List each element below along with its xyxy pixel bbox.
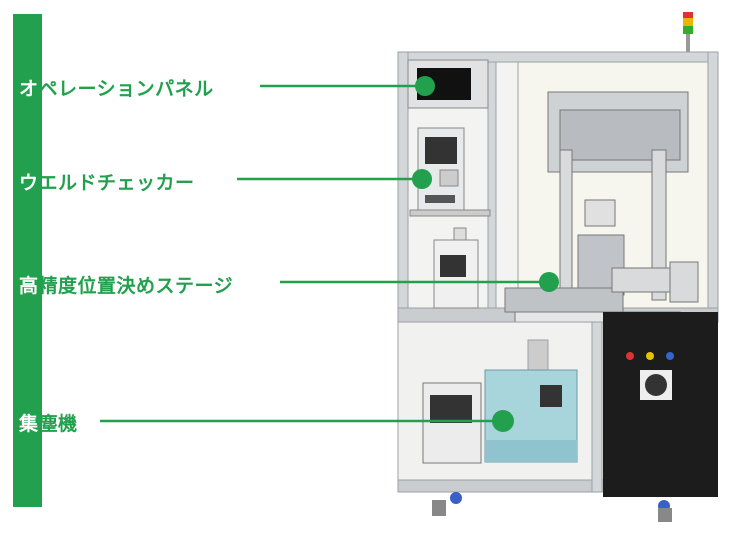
callout-initial: 集 [19,413,39,435]
callout-dot [539,272,559,292]
power-unit [433,227,479,309]
callout-text: エルドチェッカー [38,172,195,194]
callout-precision-stage: 高精度位置決めステージ [19,271,233,298]
casters [432,492,672,522]
callout-operation-panel: オペレーションパネル [19,74,214,101]
accent-bar [13,14,42,507]
callout-dot [412,169,432,189]
callout-dust-collector: 集塵機 [19,409,78,436]
callout-dot [492,410,514,432]
operation-panel [407,59,489,109]
callout-initial: 高 [19,275,39,297]
weld-checker [409,127,491,217]
signal-tower [683,12,693,52]
callout-weld-checker: ウエルドチェッカー [19,168,195,195]
callout-text: 精度位置決めステージ [38,275,234,297]
callout-text: 塵機 [38,413,78,435]
callout-initial: ウ [19,172,39,194]
callout-text: ペレーションパネル [38,78,214,100]
callout-leaders [100,76,559,432]
control-cabinet [603,312,718,497]
callout-initial: オ [19,78,39,100]
callout-dot [415,76,435,96]
